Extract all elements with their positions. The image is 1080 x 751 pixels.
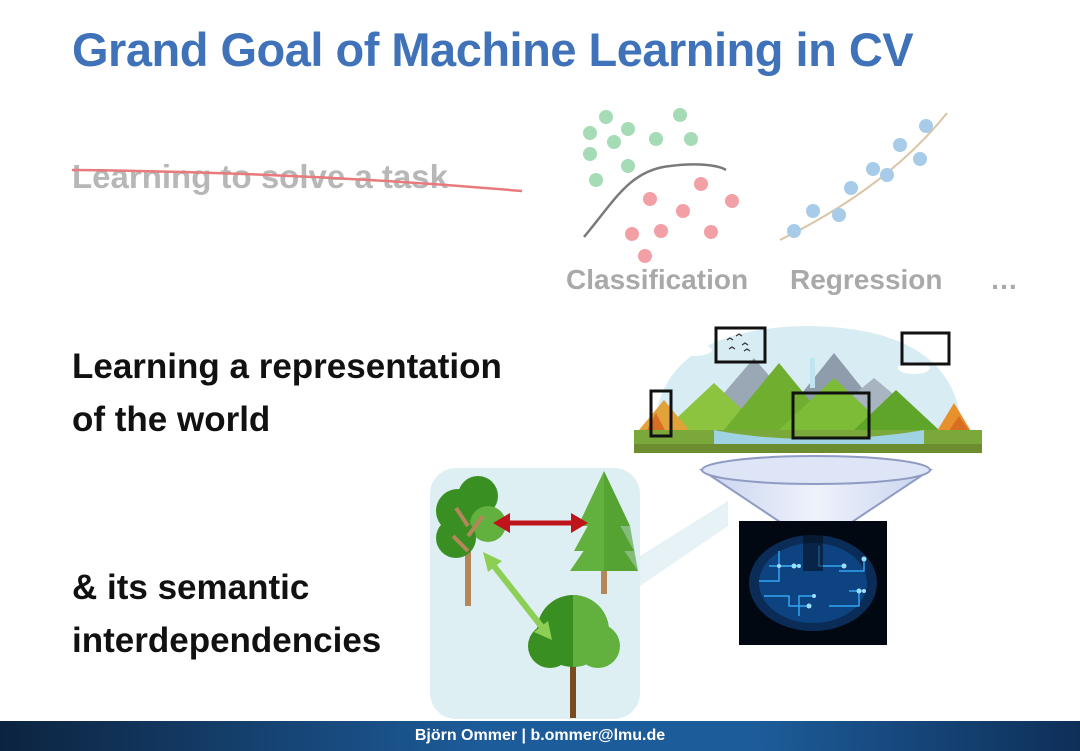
caption-ellipsis: …	[990, 264, 1018, 295]
semantic-line-1: & its semantic	[72, 568, 310, 607]
struck-task-text: Learning to solve a task	[72, 158, 448, 195]
round-tree-2-icon	[528, 595, 620, 718]
semantic-graph-panel	[430, 468, 728, 719]
classification-plot	[583, 108, 739, 263]
landscape-illustration	[634, 326, 982, 453]
pine-tree-icon	[570, 471, 638, 594]
semantic-line-2: interdependencies	[72, 621, 382, 660]
footer-author: Björn Ommer | b.ommer@lmu.de	[414, 727, 666, 744]
red-double-arrow-icon	[493, 513, 588, 533]
green-double-arrow-icon	[483, 552, 552, 640]
representation-line-1: Learning a representation	[72, 347, 502, 386]
semantic-text: & its semantic interdependencies	[72, 561, 381, 667]
brain-circuit-image	[739, 521, 887, 645]
representation-text: Learning a representation of the world	[72, 340, 502, 446]
representation-line-2: of the world	[72, 400, 271, 439]
round-tree-1-icon	[436, 476, 506, 606]
regression-plot	[779, 112, 948, 241]
caption-regression: Regression	[790, 264, 943, 295]
caption-classification: Classification	[566, 264, 749, 295]
footer-bar	[0, 721, 1080, 751]
slide-title: Grand Goal of Machine Learning in CV	[72, 23, 914, 76]
